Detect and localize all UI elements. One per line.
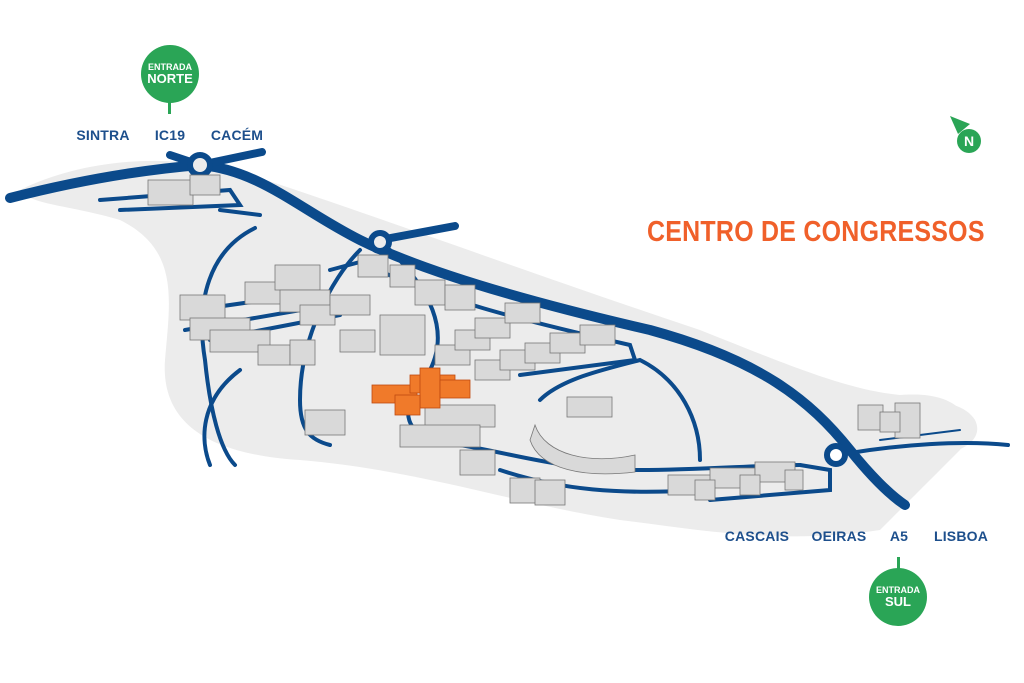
congress-centre-building [371, 367, 471, 416]
destination-cacem: CACÉM [210, 127, 264, 143]
map-title: CENTRO DE CONGRESSOS [647, 216, 985, 248]
campus-area [20, 160, 968, 537]
north-arrow-icon: N [948, 114, 988, 161]
roundabout-middle [368, 230, 392, 254]
roundabout-north [187, 152, 213, 178]
south-entrance-line1: ENTRADA [876, 585, 920, 595]
roundabout-south [824, 443, 848, 467]
main-road [5, 148, 1010, 510]
south-entrance-stem [897, 557, 900, 571]
destination-oeiras: OEIRAS [811, 528, 867, 544]
south-entrance-line2: SUL [885, 594, 911, 609]
destination-a5: A5 [889, 528, 909, 544]
south-entrance-marker[interactable]: ENTRADA SUL [869, 568, 927, 626]
destination-cascais: CASCAIS [724, 528, 790, 544]
buildings [147, 174, 921, 506]
compass-label: N [964, 133, 974, 149]
north-entrance-stem [168, 100, 171, 114]
destination-lisboa: LISBOA [933, 528, 989, 544]
north-entrance-line2: NORTE [147, 71, 193, 86]
north-entrance-line1: ENTRADA [148, 62, 192, 72]
north-entrance-marker[interactable]: ENTRADA NORTE [141, 45, 199, 103]
destination-ic19: IC19 [154, 127, 186, 143]
destination-sintra: SINTRA [76, 127, 130, 143]
